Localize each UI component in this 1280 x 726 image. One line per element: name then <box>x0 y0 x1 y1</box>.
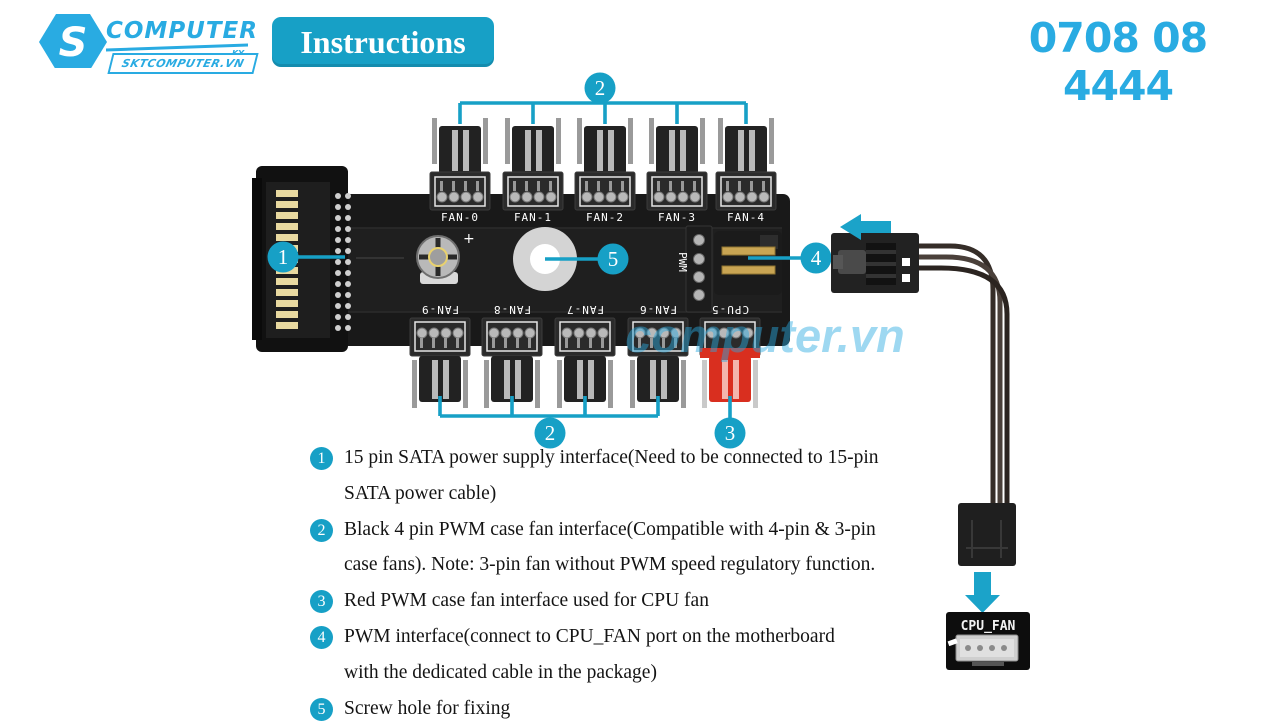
fan-port-label: FAN-0 <box>441 211 479 224</box>
phone-number: 0708 08 4444 <box>1028 14 1208 110</box>
callout-badges: 2 1 5 4 2 3 <box>267 72 832 449</box>
logo-hexagon-icon: S <box>39 14 107 70</box>
legend-item: 4 PWM interface(connect to CPU_FAN port … <box>310 619 990 691</box>
fan-port-label: FAN-2 <box>586 211 624 224</box>
fan-port-label: FAN-6 <box>639 303 677 316</box>
logo-brand-text: COMPUTER <box>106 18 258 44</box>
fan-port: FAN-4 <box>715 118 777 224</box>
legend-text: Black 4 pin PWM case fan interface(Compa… <box>344 518 876 540</box>
legend-text: Screw hole for fixing <box>344 697 511 719</box>
legend-text: case fans). Note: 3-pin fan without PWM … <box>344 554 876 576</box>
fan-port-label: FAN-9 <box>421 303 459 316</box>
legend-item: 2 Black 4 pin PWM case fan interface(Com… <box>310 512 990 584</box>
pwm-label: PWM <box>676 252 689 272</box>
instructions-title-box: Instructions <box>272 17 494 67</box>
callout-2-top: 2 <box>595 76 606 100</box>
legend-text: 15 pin SATA power supply interface(Need … <box>344 447 879 468</box>
sata-solder-pins <box>335 193 351 331</box>
cable-end-connector <box>958 503 1016 566</box>
pwm-header: PWM <box>676 225 713 313</box>
arrow-down-icon <box>965 572 1000 613</box>
callout-2-bottom: 2 <box>545 421 556 445</box>
cpu-fan-port-red: CPU-5 <box>699 303 761 408</box>
fan-port: FAN-1 <box>502 118 564 224</box>
legend-text: SATA power cable) <box>344 482 497 504</box>
pwm-cable-connector <box>831 233 919 293</box>
callout-3: 3 <box>725 421 736 445</box>
legend-badge: 4 <box>310 625 333 649</box>
legend-badge: 1 <box>310 447 333 470</box>
cpu-fan-label: CPU_FAN <box>961 619 1016 634</box>
legend-badge: 3 <box>310 590 333 614</box>
legend: 1 15 pin SATA power supply interface(Nee… <box>310 440 990 726</box>
fan-ports-top: FAN-0 FAN-1 FAN-2 <box>429 118 777 224</box>
watermark: computer.vn <box>625 309 904 362</box>
arrow-left-icon <box>840 214 891 240</box>
legend-badge: 2 <box>310 518 333 542</box>
fan-port-label: FAN-4 <box>727 211 765 224</box>
fan-port-label: FAN-3 <box>658 211 696 224</box>
fan-port-label: FAN-7 <box>566 303 604 316</box>
fan-port-label: FAN-8 <box>493 303 531 316</box>
fan-port-label: CPU-5 <box>711 303 749 316</box>
legend-item: 3 Red PWM case fan interface used for CP… <box>310 583 990 619</box>
legend-item: 5 Screw hole for fixing <box>310 691 990 726</box>
legend-badge: 5 <box>310 697 333 721</box>
pwm-male-connector <box>714 231 782 295</box>
capacitor: + <box>416 231 475 284</box>
svg-text:S: S <box>59 20 88 66</box>
callout-1: 1 <box>278 245 289 269</box>
pwm-cable-wires <box>916 243 1010 505</box>
fan-ports-bottom: FAN-9 FAN-8 FAN-7 <box>409 303 761 408</box>
legend-text: Red PWM case fan interface used for CPU … <box>344 590 709 612</box>
callout-5: 5 <box>608 247 619 271</box>
fan-port: FAN-0 <box>429 118 491 224</box>
fan-port: FAN-3 <box>646 118 708 224</box>
fan-port: FAN-9 <box>409 303 471 408</box>
callout-4: 4 <box>811 246 822 270</box>
legend-item: 1 15 pin SATA power supply interface(Nee… <box>310 440 990 512</box>
brand-logo: S COMPUTER KY SKTCOMPUTER.VN <box>18 6 259 74</box>
fan-port-label: FAN-1 <box>514 211 552 224</box>
legend-text: with the dedicated cable in the package) <box>344 661 657 683</box>
legend-text: PWM interface(connect to CPU_FAN port on… <box>344 625 835 647</box>
cpu-fan-port-photo: CPU_FAN <box>946 612 1030 670</box>
fan-port: FAN-6 <box>627 303 689 408</box>
fan-port: FAN-8 <box>481 303 543 408</box>
fan-port: FAN-7 <box>554 303 616 408</box>
fan-port: FAN-2 <box>574 118 636 224</box>
page-title: Instructions <box>300 23 466 60</box>
capacitor-plus-label: + <box>463 231 475 247</box>
